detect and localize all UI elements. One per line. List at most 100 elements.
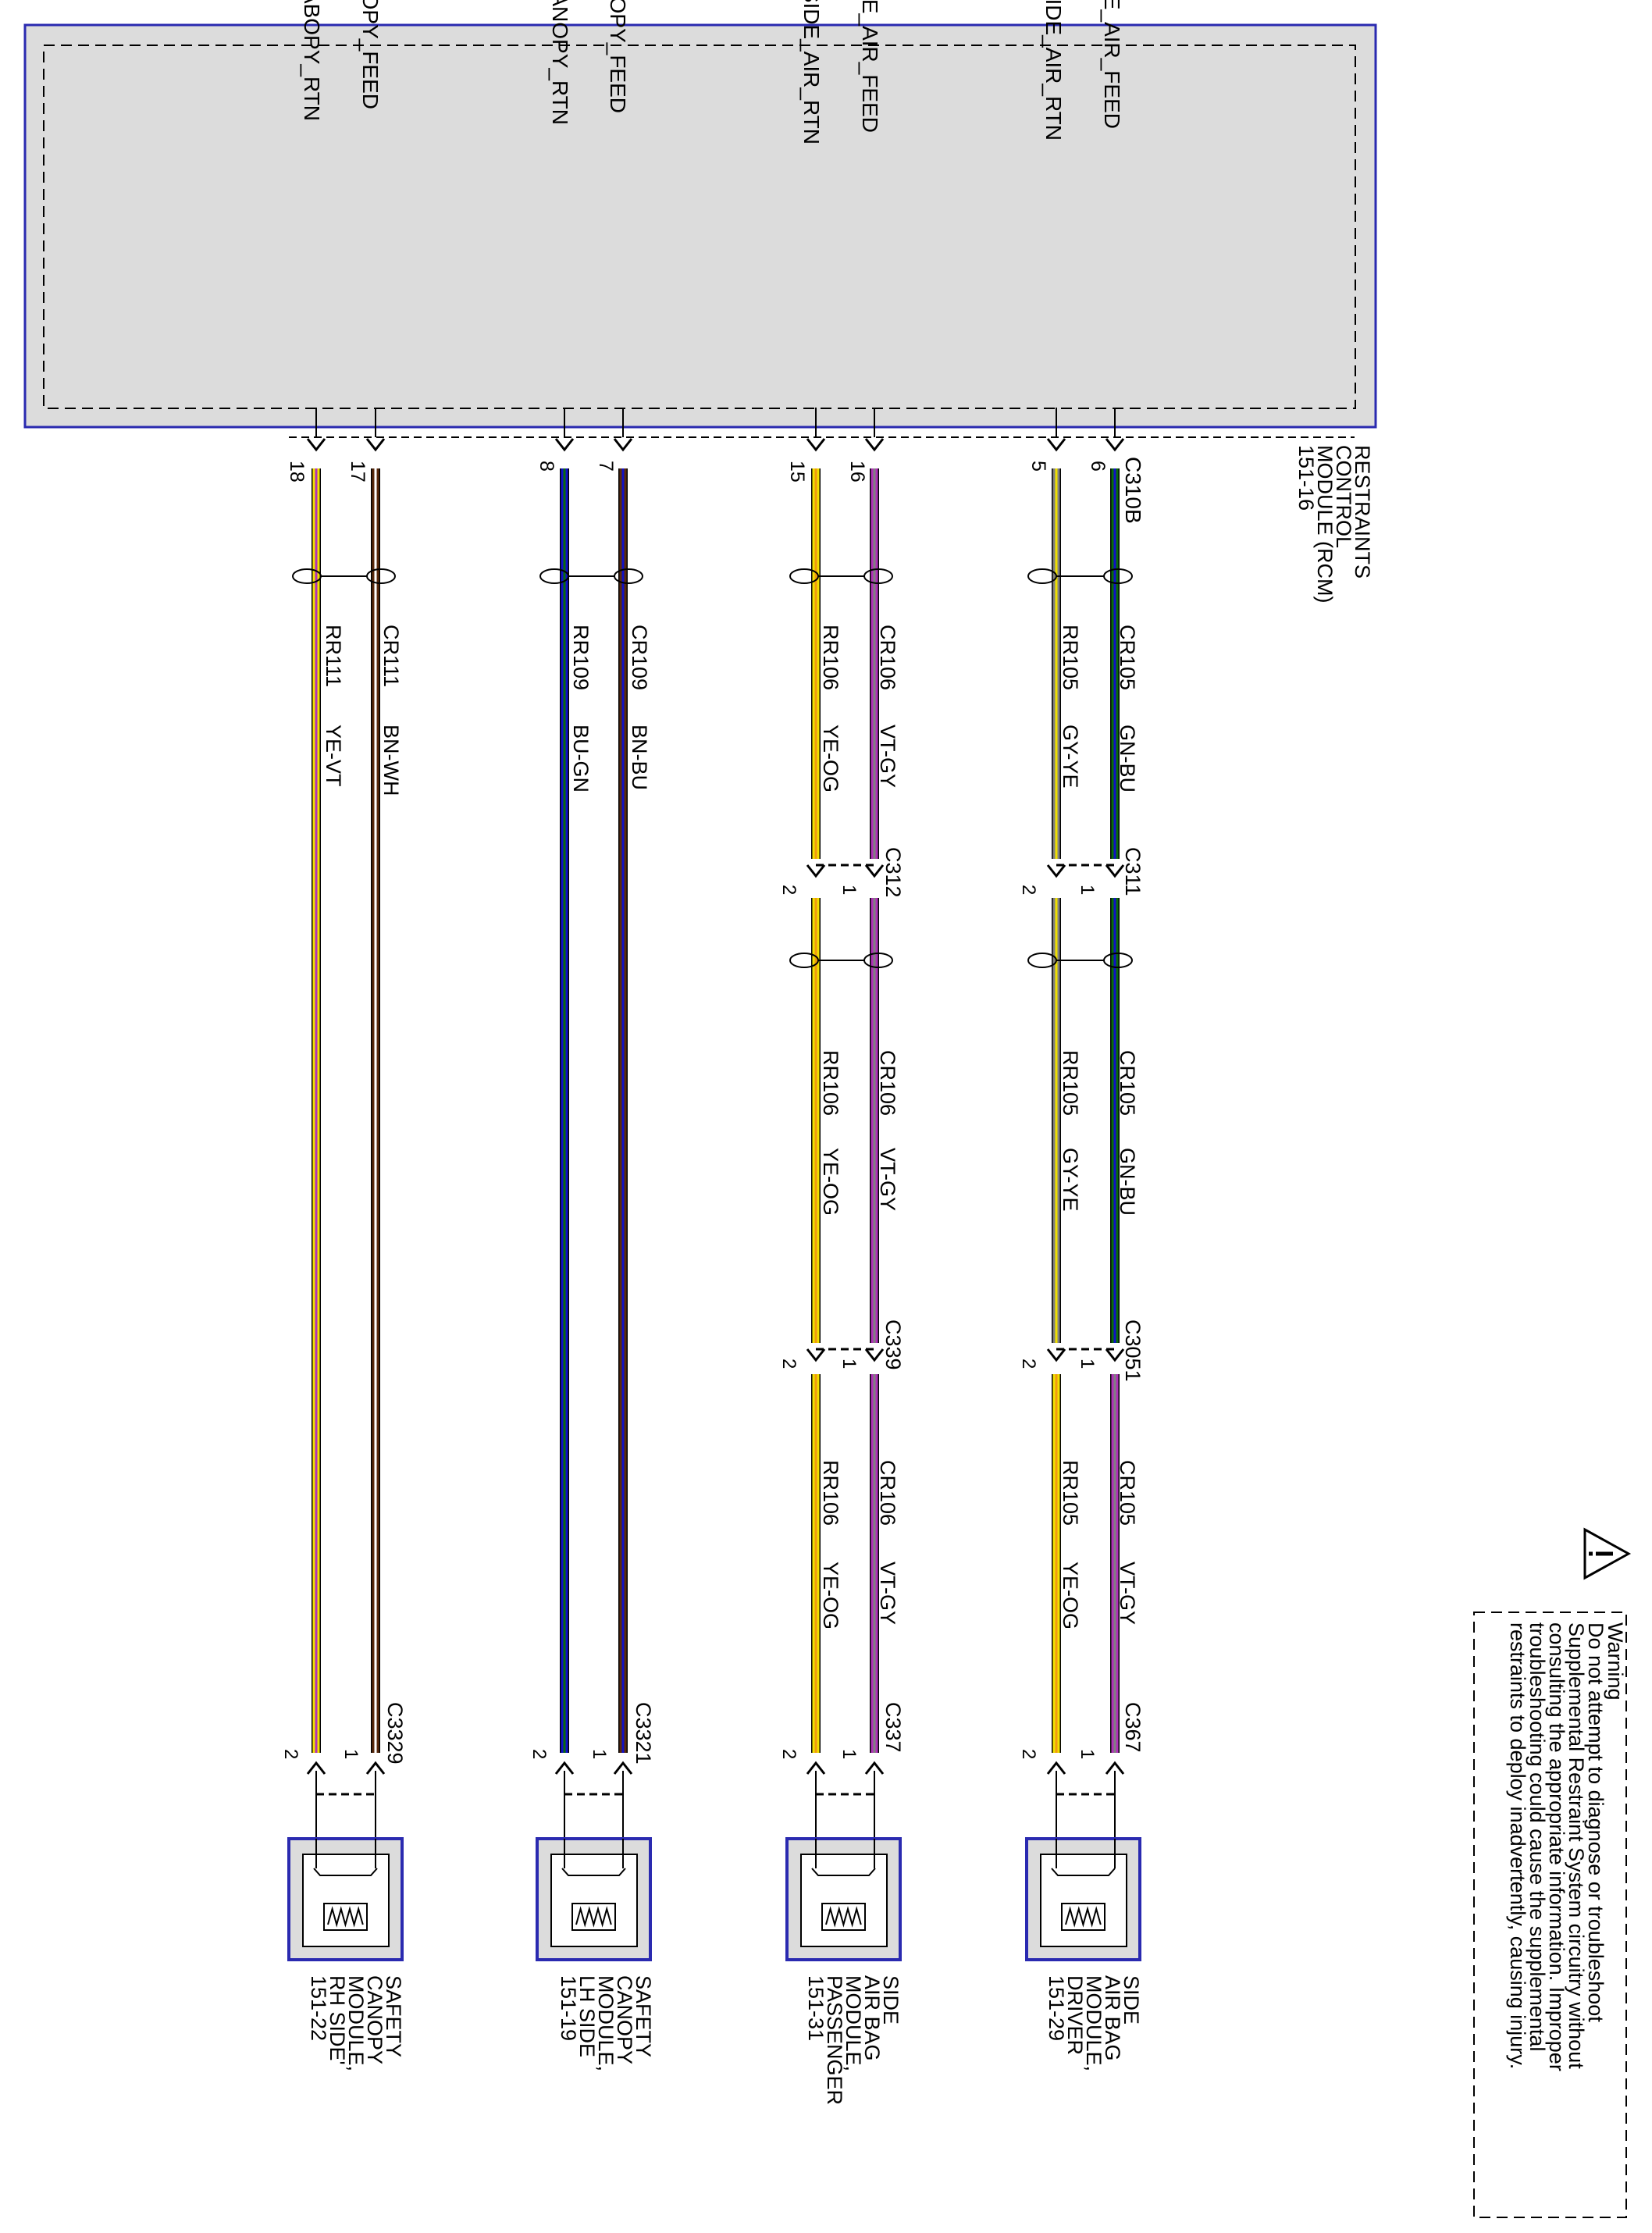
connector-pin-arrow (806, 1761, 826, 1775)
rcm-name-line: 151-16 (1294, 445, 1318, 511)
wire-color-label: VT-GY (876, 1562, 899, 1625)
device-pin-number: 1 (589, 1749, 610, 1759)
device-mount (811, 1868, 876, 1876)
device-connector-label: C3329 (383, 1702, 407, 1765)
wire-color-label: GN-BU (1116, 1148, 1139, 1216)
inline-pin-number: 1 (838, 885, 860, 895)
device-box (287, 1837, 404, 1961)
rcm-connector-label: C310B (1121, 457, 1145, 524)
wire-circuit-label: RR106 (819, 1050, 842, 1116)
wire-circuit-label: CR111 (379, 625, 403, 687)
inline-connector-labels: C311 C3051 C312 C339 (881, 847, 1145, 1382)
rcm-pin-label: LH SIDE_CANOPY_FEED (606, 0, 630, 113)
device-name-line: SIDE (1120, 1975, 1143, 2025)
device-connector-label: C3321 (632, 1702, 655, 1765)
device-name-line: MODULE, (1082, 1975, 1105, 2071)
device-passenger-airbag: C337 1 2 SIDE AIR BAG MODULE, PASSENGER … (778, 1702, 905, 2105)
device-inner (800, 1854, 888, 1947)
wire-group (306, 408, 1125, 1839)
rcm-module: DRVR_SIDE_AIR_FEED DRVR_SIDE_AIR_RTN PAS… (23, 0, 1377, 604)
wire-color-label: GN-BU (1116, 725, 1139, 792)
warning-text-line: troubleshooting could cause the suppleme… (1526, 1622, 1549, 2051)
warning-text-line: Supplemental Restraint System circuitry … (1565, 1622, 1588, 2069)
device-name-line: AIR BAG (860, 1975, 884, 2061)
inline-pin-number: 2 (1018, 1359, 1039, 1369)
wire-circuit-label: RR105 (1059, 1050, 1082, 1116)
inline-pin-number: 2 (778, 1359, 799, 1369)
wire-circuit-label: CR105 (1116, 1460, 1139, 1526)
device-name-line: RH SIDE' (326, 1975, 349, 2065)
twisted-pair-marker (789, 953, 893, 968)
connector-pin-arrow (1105, 864, 1125, 878)
device-inner (1040, 1854, 1127, 1947)
connector-pin-arrow (806, 1348, 826, 1362)
rcm-module-box (23, 23, 1377, 429)
connector-pin-arrow (613, 438, 633, 452)
connector-pin-arrow (1046, 1348, 1066, 1362)
device-name-line: SIDE (879, 1975, 903, 2025)
rcm-pin-label: PASS_SIDE_AIR_FEED (858, 0, 882, 133)
device-pin-number: 2 (1018, 1749, 1039, 1759)
device-name-line: CANOPY (613, 1975, 636, 2064)
wire-labels: CR105 GN-BU CR105 GN-BU CR105 VT-GY RR10… (322, 625, 1139, 1629)
wire-circuit-label: CR105 (1116, 1050, 1139, 1116)
device-lh-canopy: C3321 1 2 SAFETY CANOPY MODULE, LH SIDE … (529, 1702, 655, 2071)
wire-circuit-label: RR106 (819, 1460, 842, 1526)
wire-circuit-label: CR106 (876, 1460, 899, 1526)
rcm-pin-label: DRVR_SIDE_AIR_FEED (1100, 0, 1124, 129)
rcm-pin-label: LH SIDE_CANOPY_RTN (548, 0, 572, 125)
device-inner (550, 1854, 638, 1947)
device-name-line: 151-31 (804, 1975, 828, 2041)
connector-pin-arrow (306, 1761, 326, 1775)
device-pin-number: 1 (340, 1749, 361, 1759)
wire-color-label: YE-OG (1059, 1562, 1082, 1629)
wire-circuit-label: CR106 (876, 1050, 899, 1116)
rcm-pin-number: 5 (1027, 461, 1049, 472)
device-box (536, 1837, 652, 1961)
device-name-line: MODULE, (344, 1975, 368, 2071)
warning-triangle-icon (1583, 1527, 1632, 1580)
rcm-pin-number: 16 (846, 461, 868, 483)
connector-pin-arrow (613, 1761, 633, 1775)
wire-color-label: BN-WH (379, 725, 403, 796)
connector-pin-arrow (864, 438, 885, 452)
warning-note: Warning Do not attempt to diagnose or tr… (1473, 1527, 1632, 2218)
warning-text-line: Warning (1604, 1622, 1627, 1701)
inline-connector-label: C3051 (1121, 1320, 1145, 1382)
rcm-pin-numbers: 6 5 16 15 7 8 17 18 (286, 461, 1109, 483)
wire-color-label: BU-GN (569, 725, 593, 792)
rcm-name-line: MODULE (RCM) (1313, 445, 1337, 604)
device-mount (1051, 1868, 1116, 1876)
device-name-line: SAFETY (382, 1975, 405, 2057)
connector-pin-arrow (554, 1761, 575, 1775)
inline-pin-number: 2 (1018, 885, 1039, 895)
warning-text-line: Do not attempt to diagnose or troublesho… (1584, 1622, 1607, 2022)
twisted-pair-markers (292, 568, 1133, 968)
inline-connector-label: C312 (881, 847, 905, 898)
twisted-pair-marker (539, 568, 643, 584)
squib-element (327, 1906, 364, 1928)
device-name-line: AIR BAG (1101, 1975, 1124, 2061)
connector-pin-arrow (1105, 1348, 1125, 1362)
connector-pin-arrow (1105, 438, 1125, 452)
wire-circuit-label: RR106 (819, 625, 842, 690)
wire-circuit-label: RR111 (322, 625, 345, 687)
device-connector-label: C367 (1121, 1702, 1145, 1753)
connector-pin-arrow (365, 1761, 386, 1775)
device-name-line: 151-29 (1045, 1975, 1068, 2041)
inline-pin-number: 1 (838, 1359, 860, 1369)
wire-color-label: BN-BU (628, 725, 651, 790)
device-name-line: PASSENGER (823, 1975, 846, 2105)
inline-pin-numbers: 1 2 1 2 1 2 1 2 (778, 885, 1098, 1369)
rcm-pin-label: RH SIDE_CABOPY_RTN (300, 0, 324, 121)
device-pin-number: 2 (529, 1749, 550, 1759)
wire-color-label: VT-GY (876, 725, 899, 788)
inline-pin-number: 1 (1077, 1359, 1098, 1369)
device-name-line: 151-22 (307, 1975, 330, 2041)
device-connector-label: C337 (881, 1702, 905, 1753)
twisted-pair-marker (1027, 568, 1133, 584)
rcm-pin-label: DRVR_SIDE_AIR_RTN (1041, 0, 1066, 141)
connector-pin-arrow (864, 1348, 885, 1362)
connector-pin-arrow (864, 864, 885, 878)
